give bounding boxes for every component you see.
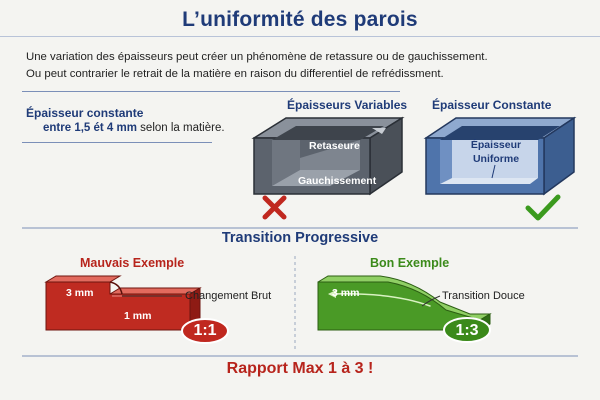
variable-thickness-box [251, 116, 405, 196]
smooth-transition-annotation: Transition Douce [442, 290, 525, 302]
uniform-label-line-1: Épaisseur [470, 139, 522, 151]
good-ratio-badge [443, 317, 491, 343]
variable-thickness-heading: Épaisseurs Variables [287, 98, 408, 112]
bad-example-heading: Mauvais Exemple [80, 256, 185, 270]
sink-mark-label: Retaseure [309, 140, 360, 152]
max-ratio-footer: Rapport Max 1 à 3 ! [226, 360, 374, 377]
good-example-heading: Bon Exemple [370, 256, 450, 270]
good-ratio: 1:3 [455, 322, 479, 339]
bad-thin-label: 1 mm [124, 310, 152, 322]
uniform-thickness-label: Épaisseur Uniforme [466, 138, 526, 166]
intro-line-1: Une variation des épaisseurs peut créer … [26, 51, 488, 63]
intro-line-2: Ou peut contrarier le retrait de la mati… [26, 68, 444, 80]
abrupt-step-part [44, 275, 202, 331]
smooth-transition-leader [421, 295, 441, 307]
constant-thickness-box [423, 116, 577, 196]
good-thick-label: 3 mm [332, 287, 360, 299]
bad-ratio-badge [181, 318, 229, 344]
smooth-transition-part [317, 275, 492, 331]
constant-thickness-panel-heading: Épaisseur Constante [432, 98, 552, 112]
transition-heading: Transition Progressive [221, 230, 379, 246]
bad-thick-label: 3 mm [66, 287, 94, 299]
constant-thickness-heading: Épaisseur constante [26, 106, 144, 120]
abrupt-change-annotation: Changement Brut [185, 290, 272, 302]
warpage-label: Gauchissement [298, 175, 377, 187]
intro-divider [22, 91, 400, 92]
note-divider [22, 142, 212, 143]
uniform-label-line-2: Uniforme [472, 153, 520, 165]
bad-ratio: 1:1 [193, 322, 217, 339]
thickness-suffix: selon la matière. [140, 122, 225, 134]
constant-thickness-range-line: entre 1,5 ét 4 mm selon la matière. [43, 122, 225, 134]
title-divider [0, 36, 600, 37]
check-icon [525, 194, 561, 221]
cross-icon [262, 195, 287, 220]
page-title: L’uniformité des parois [182, 8, 418, 31]
thickness-range: entre 1,5 ét 4 mm [43, 122, 137, 134]
